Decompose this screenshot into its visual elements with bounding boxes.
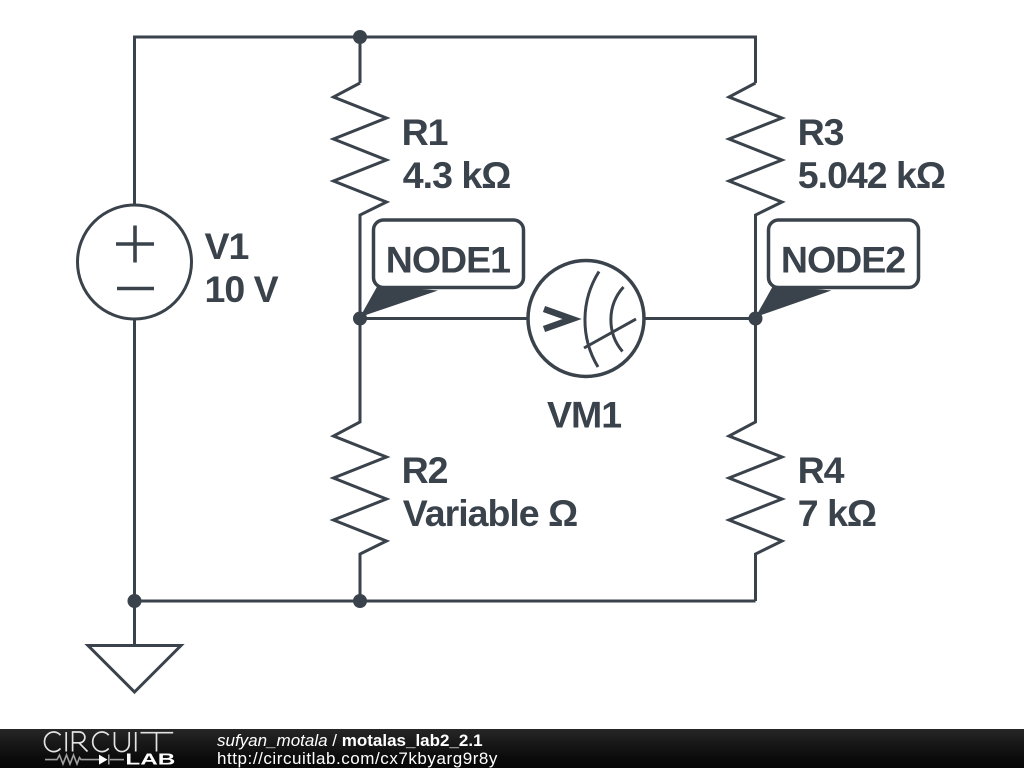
svg-text:R2: R2 bbox=[402, 449, 448, 491]
svg-text:Variable Ω: Variable Ω bbox=[403, 492, 577, 534]
svg-text:R4: R4 bbox=[798, 449, 845, 491]
svg-text:V1: V1 bbox=[205, 225, 249, 267]
svg-text:R1: R1 bbox=[402, 111, 448, 153]
svg-text:NODE1: NODE1 bbox=[386, 239, 510, 281]
svg-text:NODE2: NODE2 bbox=[781, 239, 905, 281]
svg-text:5.042 kΩ: 5.042 kΩ bbox=[798, 154, 945, 196]
svg-text:LAB: LAB bbox=[125, 751, 175, 768]
svg-text:7 kΩ: 7 kΩ bbox=[798, 492, 876, 534]
svg-text:VM1: VM1 bbox=[547, 394, 621, 436]
svg-text:10 V: 10 V bbox=[205, 268, 279, 310]
svg-text:R3: R3 bbox=[798, 111, 844, 153]
svg-text:4.3 kΩ: 4.3 kΩ bbox=[403, 154, 510, 196]
